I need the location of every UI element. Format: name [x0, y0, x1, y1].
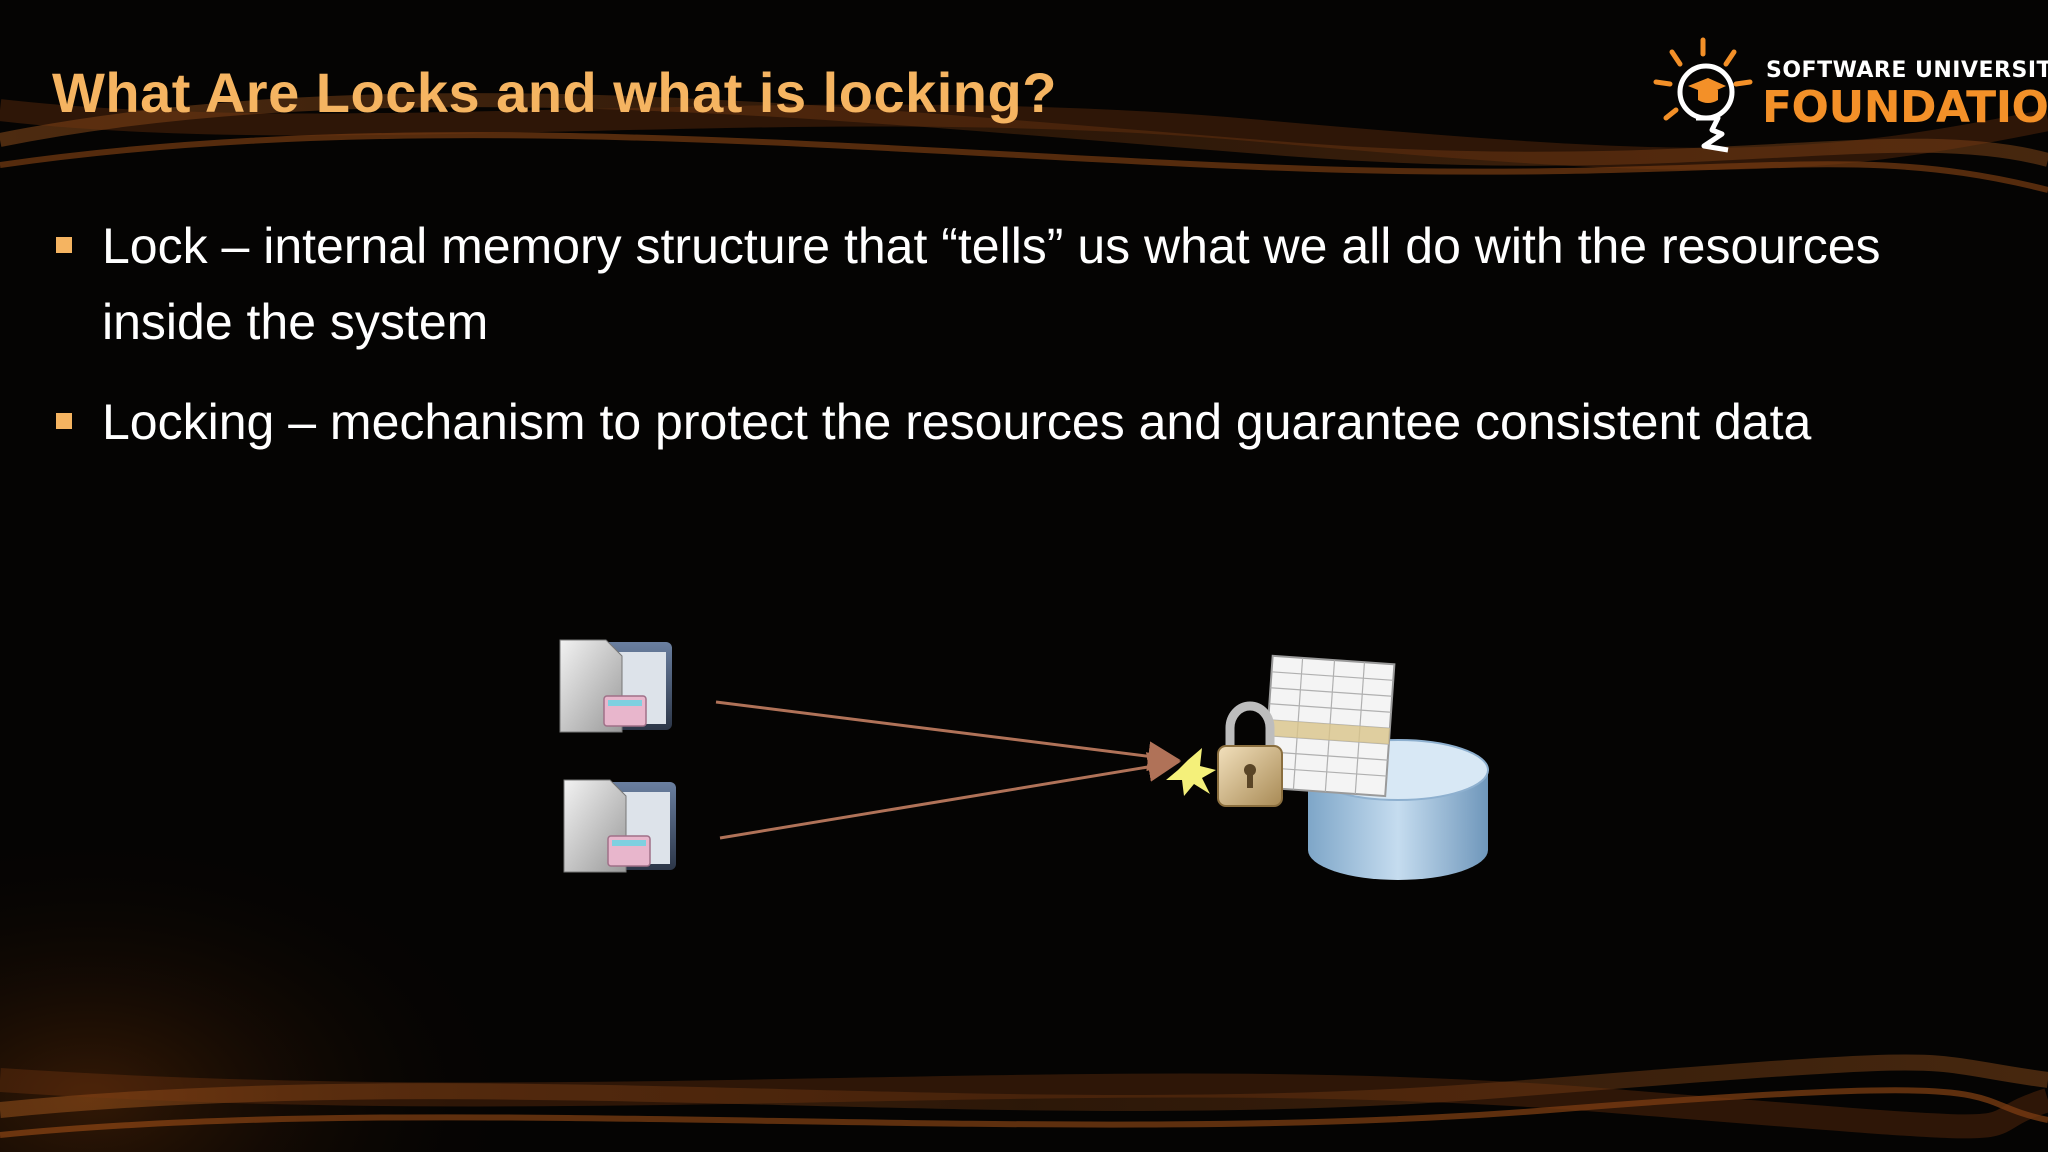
- logo-line2: FOUNDATION: [1762, 82, 2048, 133]
- application-window-icon: [559, 639, 672, 733]
- bullet-list: Lock – internal memory structure that “t…: [52, 208, 1992, 484]
- bullet-marker: [56, 413, 72, 429]
- locking-diagram: [559, 639, 1489, 880]
- bullet-text: Locking – mechanism to protect the resou…: [102, 394, 1812, 450]
- bullet-locking: Locking – mechanism to protect the resou…: [52, 384, 1992, 460]
- logo: SOFTWARE UNIVERSITY FOUNDATION: [1648, 34, 2048, 164]
- bullet-text: Lock – internal memory structure that “t…: [102, 218, 1881, 350]
- lightbulb-graduation-cap-icon: [1653, 37, 1753, 153]
- bullet-lock: Lock – internal memory structure that “t…: [52, 208, 1992, 360]
- arrow-top: [715, 700, 1181, 772]
- data-table-icon: [1262, 654, 1396, 798]
- slide-title: What Are Locks and what is locking?: [52, 61, 1057, 124]
- bullet-marker: [56, 237, 72, 253]
- arrow-bottom: [719, 752, 1181, 840]
- padlock-icon: [1166, 701, 1283, 807]
- application-window-icon: [563, 779, 676, 873]
- logo-line1: SOFTWARE UNIVERSITY: [1766, 58, 2048, 83]
